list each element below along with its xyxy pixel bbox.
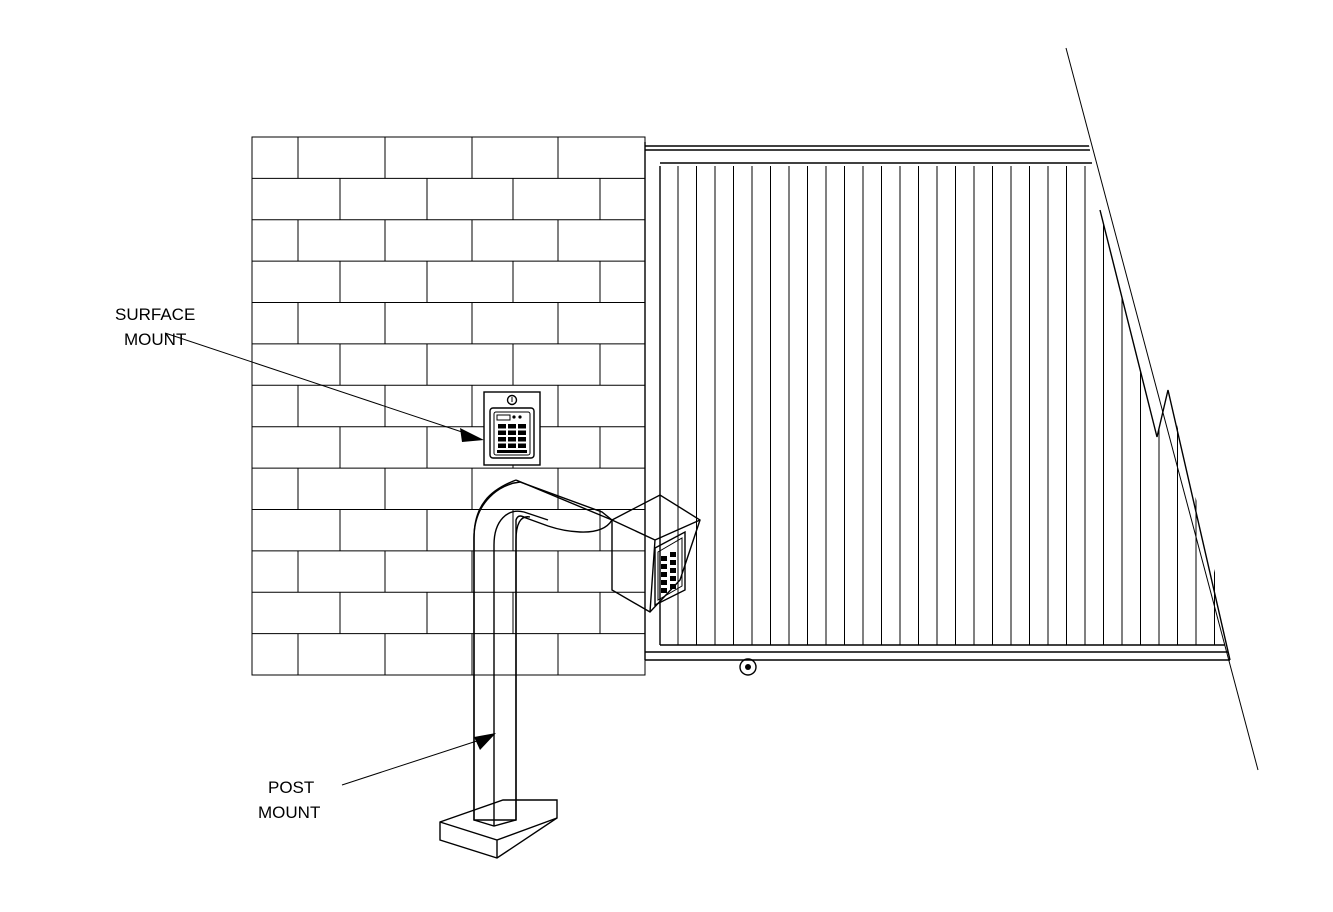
post-mount-leader: [341, 733, 496, 786]
surface-mount-leader: [164, 332, 484, 442]
surface-mount-label-line1: SURFACE: [115, 305, 195, 324]
surface-keypad-keys: [497, 424, 527, 453]
post-keypad-box: [611, 494, 701, 613]
post-mount-label-line1: POST: [268, 778, 314, 797]
surface-mount-label-line2: MOUNT: [124, 330, 186, 349]
surface-keypad: [483, 391, 541, 466]
gate-roller-wheel: [739, 658, 757, 676]
post-keypad-keys: [661, 552, 676, 593]
brick-wall: [251, 136, 646, 676]
post-mount-label-line2: MOUNT: [258, 803, 320, 822]
break-line: [1065, 47, 1259, 771]
post-mount: [439, 479, 701, 859]
